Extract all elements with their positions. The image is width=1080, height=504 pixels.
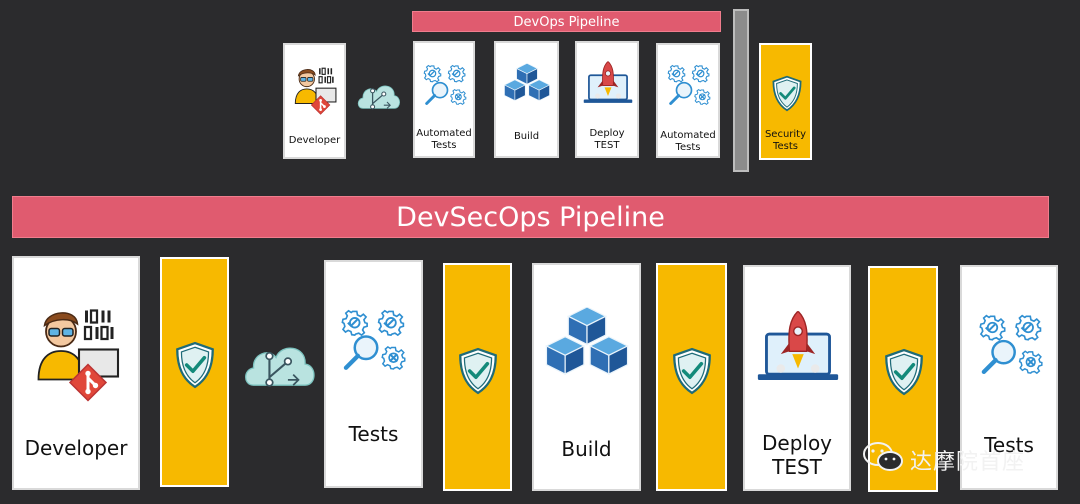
blocks-icon: [501, 63, 553, 107]
shield-check-icon: [457, 347, 499, 395]
shield-check-icon: [174, 341, 216, 389]
devsecops-pipeline-banner: DevSecOps Pipeline: [12, 196, 1049, 238]
devops-pipeline-title: DevOps Pipeline: [513, 15, 620, 30]
devsecops-stage-tests-2: Tests: [960, 265, 1058, 490]
devsecops-stage-label: Deploy TEST: [761, 431, 833, 479]
devops-stage-automated-tests-2: Automated Tests: [656, 43, 720, 158]
devsecops-security-gate-4: [868, 266, 938, 492]
devops-stage-label: Automated Tests: [416, 128, 472, 151]
rocket-laptop-icon: [582, 59, 634, 107]
devsecops-stage-label: Developer: [24, 436, 128, 460]
devsecops-security-gate-2: [443, 263, 512, 491]
devsecops-stage-label: Build: [561, 437, 612, 461]
devops-stage-automated-tests-1: Automated Tests: [413, 41, 475, 158]
gears-search-icon: [974, 309, 1048, 383]
devops-pipeline-banner: DevOps Pipeline: [412, 11, 721, 32]
devsecops-stage-deploy-test: Deploy TEST: [743, 265, 851, 491]
developer-icon: [293, 65, 339, 119]
shield-check-icon: [671, 347, 713, 395]
devops-stage-label: Automated Tests: [660, 130, 716, 153]
shield-check-icon: [771, 75, 803, 112]
devsecops-security-gate-1: [160, 257, 229, 487]
blocks-icon: [540, 307, 634, 385]
devops-stage-label: Build: [513, 131, 540, 142]
gears-search-icon: [420, 61, 470, 111]
devsecops-stage-label: Tests: [984, 433, 1034, 457]
devsecops-stage-tests-1: Tests: [324, 260, 423, 488]
pipeline-divider: [733, 9, 749, 172]
devsecops-pipeline-title: DevSecOps Pipeline: [396, 202, 665, 233]
wechat-icon: [863, 442, 903, 471]
devsecops-stage-build: Build: [532, 263, 641, 491]
developer-icon: [34, 303, 124, 411]
devops-stage-build: Build: [494, 41, 559, 158]
watermark: 达摩院首座: [862, 438, 1072, 478]
devsecops-security-gate-3: [656, 263, 727, 491]
rocket-laptop-icon: [755, 305, 841, 389]
devops-stage-security-tests: Security Tests: [759, 43, 812, 160]
gears-search-icon: [664, 61, 714, 111]
shield-check-icon: [883, 348, 925, 396]
devops-stage-label: Security Tests: [764, 129, 807, 152]
devops-stage-deploy-test: Deploy TEST: [575, 41, 639, 158]
git-branch-cloud-icon: [240, 335, 320, 401]
watermark-text: 达摩院首座: [910, 450, 1026, 475]
gears-search-icon: [336, 304, 411, 379]
devsecops-stage-developer: Developer: [12, 256, 140, 490]
devops-stage-label: Developer: [288, 135, 341, 146]
devops-stage-label: Deploy TEST: [589, 128, 625, 151]
git-branch-cloud-icon: [355, 78, 403, 118]
devops-stage-developer: Developer: [283, 43, 346, 159]
devsecops-stage-label: Tests: [348, 422, 399, 446]
